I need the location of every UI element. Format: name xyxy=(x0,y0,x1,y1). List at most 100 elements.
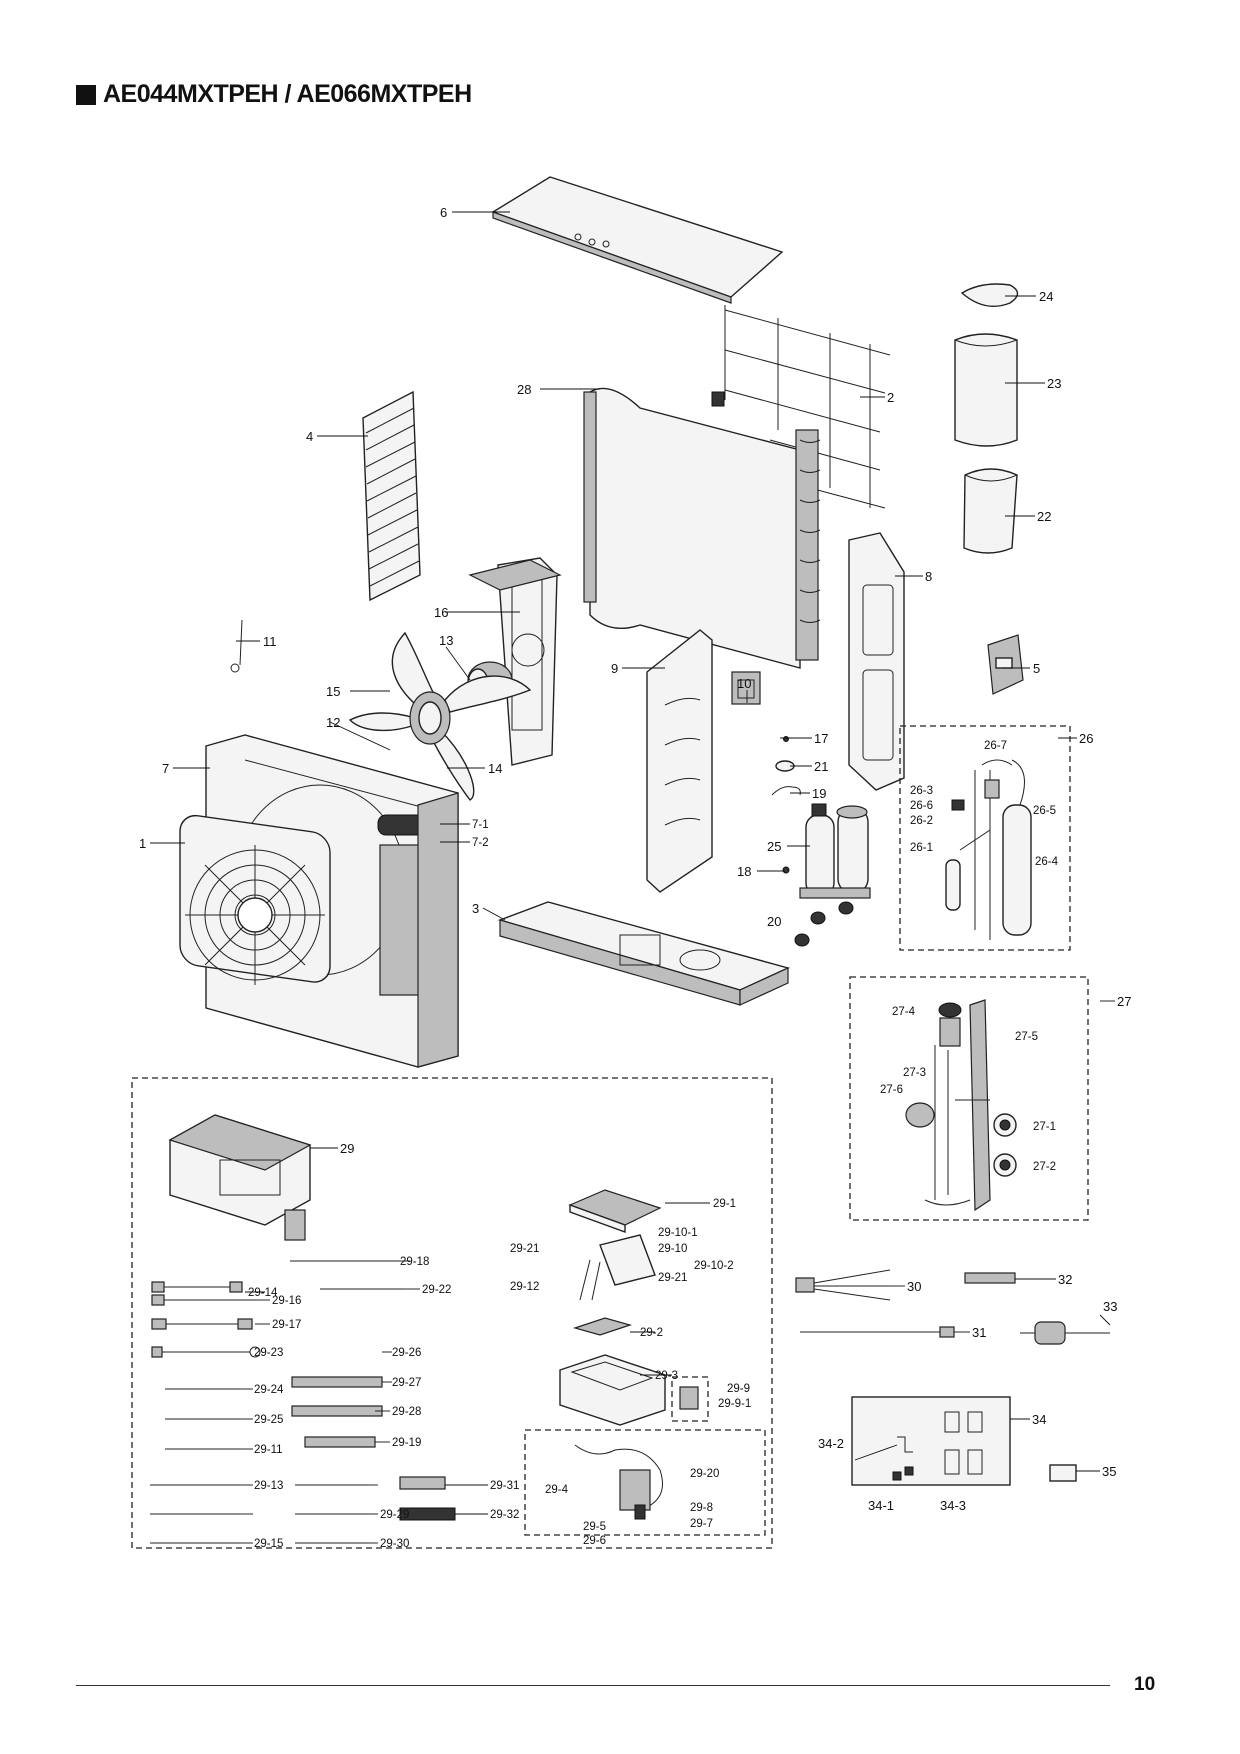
label-5: 5 xyxy=(1033,661,1040,676)
label-26-7: 26-7 xyxy=(984,740,1007,752)
label-27-2: 27-2 xyxy=(1033,1161,1056,1173)
label-28: 28 xyxy=(517,382,531,397)
label-26-5: 26-5 xyxy=(1033,805,1056,817)
label-27-4: 27-4 xyxy=(892,1006,916,1018)
label-34-1: 34-1 xyxy=(868,1498,894,1513)
part-base-pan xyxy=(497,901,791,1006)
leader-lines xyxy=(150,211,1115,1544)
label-29-2: 29-2 xyxy=(640,1327,663,1339)
label-7-1: 7-1 xyxy=(472,819,489,831)
label-27-5: 27-5 xyxy=(1015,1031,1038,1043)
label-29-1: 29-1 xyxy=(713,1198,736,1210)
label-29-6: 29-6 xyxy=(583,1535,606,1547)
label-29-23: 29-23 xyxy=(254,1347,283,1359)
label-27-3: 27-3 xyxy=(903,1067,926,1079)
label-14: 14 xyxy=(488,761,502,776)
page-number: 10 xyxy=(1134,1674,1156,1695)
label-26-4: 26-4 xyxy=(1035,856,1059,868)
label-29-14: 29-14 xyxy=(248,1287,278,1299)
label-11: 11 xyxy=(263,634,277,649)
label-30: 30 xyxy=(907,1279,921,1294)
label-19: 19 xyxy=(812,786,826,801)
label-26-6: 26-6 xyxy=(910,800,933,812)
label-16: 16 xyxy=(434,605,448,620)
part-upper-sleeve xyxy=(954,333,1018,447)
label-35: 35 xyxy=(1102,1464,1116,1479)
label-22: 22 xyxy=(1037,509,1051,524)
part-top-cover xyxy=(491,176,784,304)
label-29-21b: 29-21 xyxy=(658,1272,687,1284)
misc-harness-parts xyxy=(795,1269,1110,1345)
label-8: 8 xyxy=(925,569,932,584)
label-12: 12 xyxy=(326,715,340,730)
label-29-7: 29-7 xyxy=(690,1518,713,1530)
label-24: 24 xyxy=(1039,289,1053,304)
label-29-27: 29-27 xyxy=(392,1377,421,1389)
part-compressor xyxy=(799,803,871,899)
label-34-2: 34-2 xyxy=(818,1436,844,1451)
part-propeller-fan xyxy=(348,631,532,801)
label-33: 33 xyxy=(1103,1299,1117,1314)
wire-harness-set xyxy=(150,1260,456,1544)
part-accessory-card-34 xyxy=(851,1396,1011,1486)
label-29-21a: 29-21 xyxy=(510,1243,539,1255)
label-29-24: 29-24 xyxy=(254,1384,284,1396)
label-20: 20 xyxy=(767,914,781,929)
part-screw xyxy=(783,736,789,742)
label-6: 6 xyxy=(440,205,447,220)
label-9: 9 xyxy=(611,661,618,676)
label-29-20: 29-20 xyxy=(690,1468,719,1480)
label-29-28: 29-28 xyxy=(392,1406,421,1418)
label-29-10-1: 29-10-1 xyxy=(658,1227,698,1239)
label-25: 25 xyxy=(767,839,781,854)
label-29-26: 29-26 xyxy=(392,1347,421,1359)
label-10: 10 xyxy=(737,676,751,691)
label-29: 29 xyxy=(340,1141,354,1156)
label-32: 32 xyxy=(1058,1272,1072,1287)
label-29-15: 29-15 xyxy=(254,1538,283,1550)
label-1: 1 xyxy=(139,836,146,851)
part-reactor xyxy=(731,671,761,705)
part-wire-clamp xyxy=(230,619,243,673)
label-29-11: 29-11 xyxy=(254,1444,283,1456)
label-29-31: 29-31 xyxy=(490,1480,519,1492)
label-29-13: 29-13 xyxy=(254,1480,283,1492)
label-23: 23 xyxy=(1047,376,1061,391)
label-29-32: 29-32 xyxy=(490,1509,519,1521)
part-condenser-coil xyxy=(583,387,821,669)
label-3: 3 xyxy=(472,901,479,916)
part-partition-plate xyxy=(646,629,713,893)
label-7: 7 xyxy=(162,761,169,776)
label-27-1: 27-1 xyxy=(1033,1121,1056,1133)
part-refrigerant-assembly-26 xyxy=(899,725,1071,951)
label-29-9: 29-9 xyxy=(727,1383,750,1395)
label-29-17: 29-17 xyxy=(272,1319,301,1331)
part-front-panel xyxy=(205,734,459,1068)
label-13: 13 xyxy=(439,633,453,648)
label-18: 18 xyxy=(737,864,751,879)
label-31: 31 xyxy=(972,1325,986,1340)
part-rear-guard xyxy=(724,305,891,509)
label-26-2: 26-2 xyxy=(910,815,933,827)
part-side-panel xyxy=(848,532,905,791)
part-terminal-cover xyxy=(987,634,1024,695)
footer-divider xyxy=(76,1685,1110,1686)
part-bolt xyxy=(782,866,790,874)
page-title-block: AE044MXTPEH / AE066MXTPEH xyxy=(76,80,472,109)
label-29-10: 29-10 xyxy=(658,1243,687,1255)
label-27: 27 xyxy=(1117,994,1131,1009)
label-29-18: 29-18 xyxy=(400,1256,429,1268)
part-side-grille xyxy=(362,390,421,602)
label-26-1: 26-1 xyxy=(910,842,933,854)
label-21: 21 xyxy=(814,759,828,774)
label-29-10-2: 29-10-2 xyxy=(694,1260,734,1272)
part-compressor-feet xyxy=(794,901,854,947)
label-29-19: 29-19 xyxy=(392,1437,421,1449)
label-29-30: 29-30 xyxy=(380,1538,409,1550)
label-29-5: 29-5 xyxy=(583,1521,606,1533)
label-15: 15 xyxy=(326,684,340,699)
label-29-25: 29-25 xyxy=(254,1414,283,1426)
electrical-box-group xyxy=(131,1077,773,1549)
label-2: 2 xyxy=(887,390,894,405)
